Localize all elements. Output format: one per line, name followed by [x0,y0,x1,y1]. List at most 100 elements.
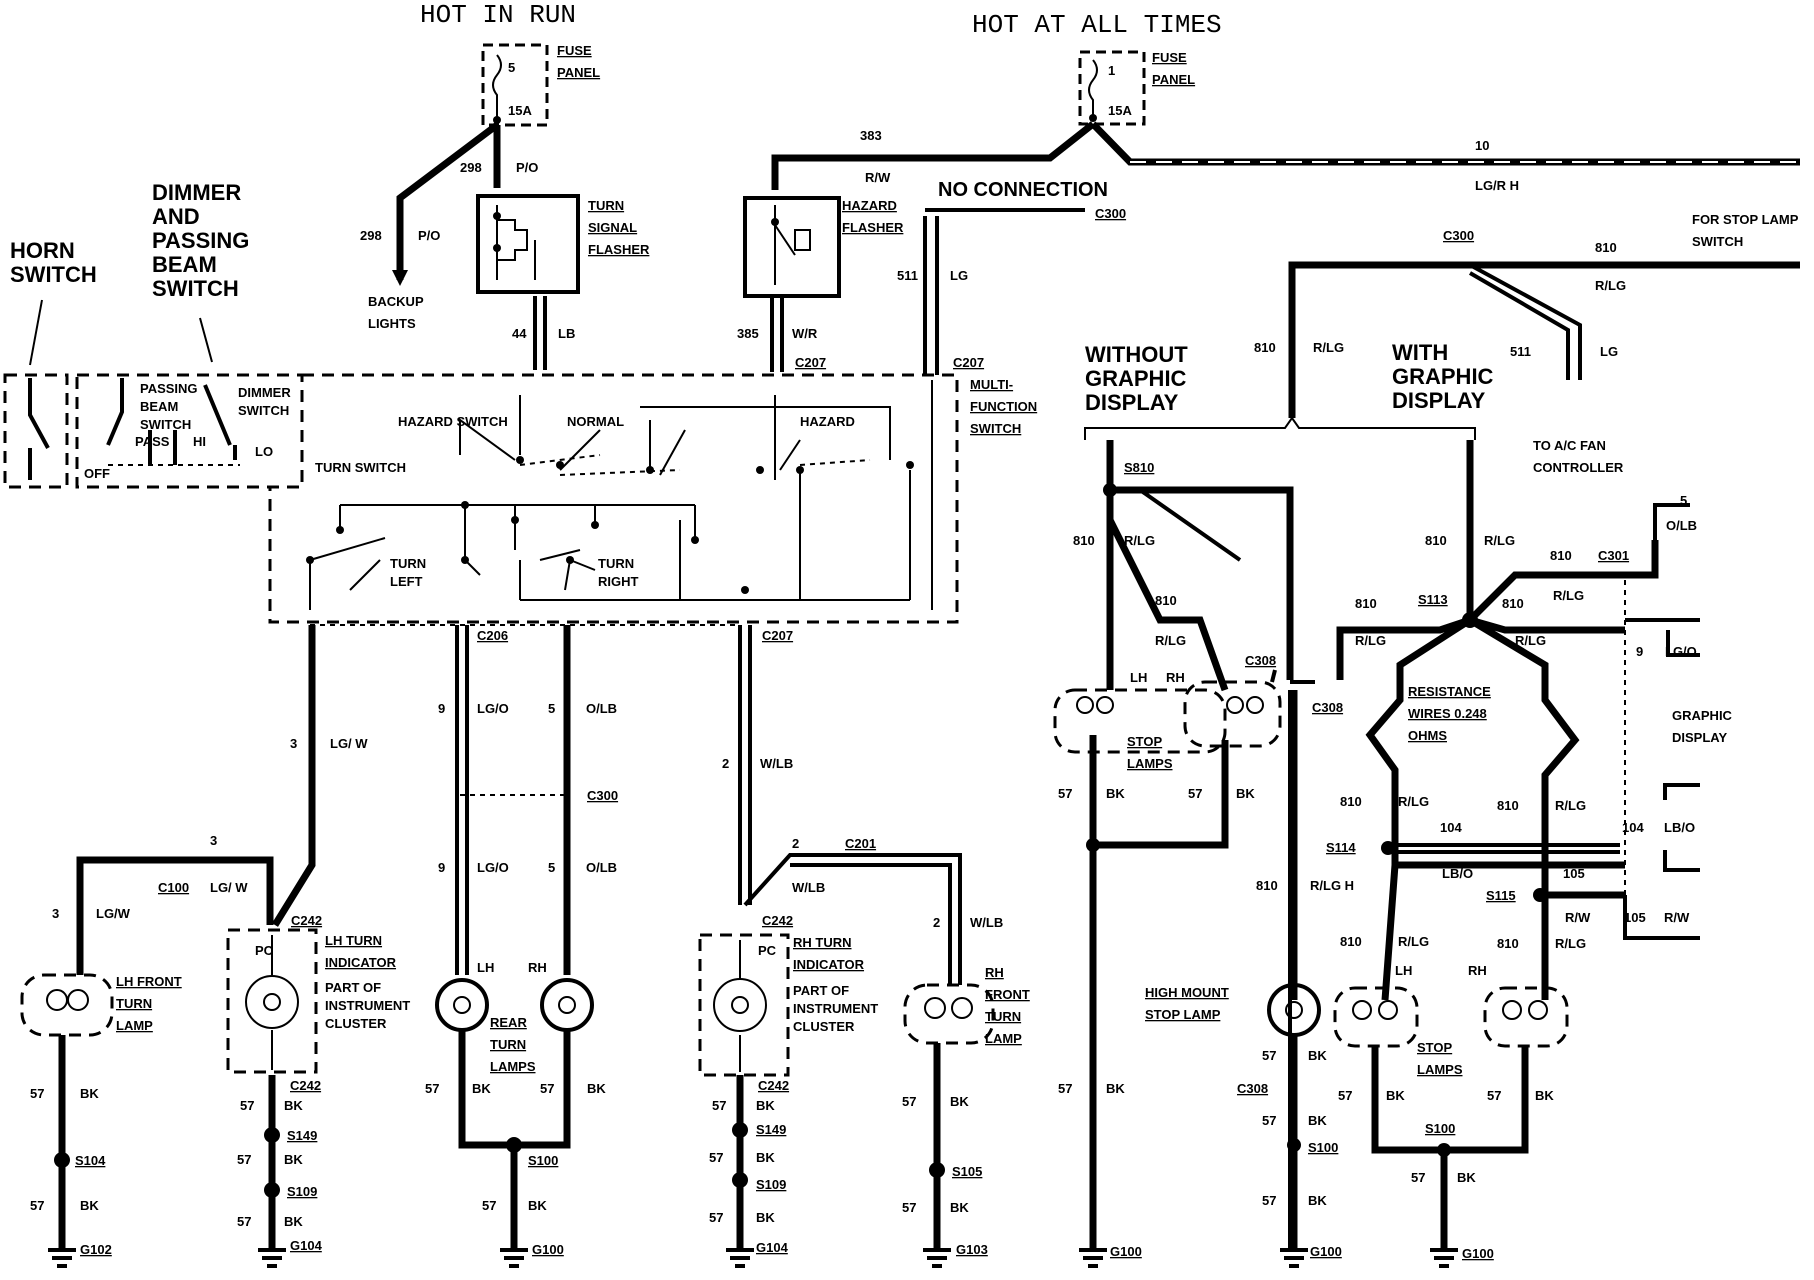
pc-label-b: PC [758,943,777,958]
turn-switch-label: TURN SWITCH [315,460,406,475]
wg-9: 9 [1636,644,1643,659]
rhi-bk-b: BK [756,1150,775,1165]
wg-stop-label1: STOP [1417,1040,1452,1055]
rh-part-of-2: INSTRUMENT [793,1001,878,1016]
connector-c300-mid: C300 [587,788,618,803]
wire-2c-label: 2 [933,915,940,930]
dimmer-label1: DIMMER [152,180,241,205]
hm-57-a: 57 [1262,1048,1276,1063]
dimmer-label5: SWITCH [152,276,239,301]
lhi-57-c: 57 [237,1214,251,1229]
wire-2b-label: 2 [792,836,799,851]
wg-rlg-b: R/LG [1553,588,1584,603]
rhi-bk-a: BK [756,1098,775,1113]
rear-label2: TURN [490,1037,526,1052]
lh-front-label2: TURN [116,996,152,1011]
ground-g100-a: G100 [532,1242,564,1257]
wire-44-lb [533,296,547,370]
normal-label: NORMAL [567,414,624,429]
wire-44-label: 44 [512,326,527,341]
wo-stop-label1: STOP [1127,734,1162,749]
splice-s149-a: S149 [287,1128,317,1143]
rh-ind-label1: RH TURN [793,935,852,950]
wire-511-lg [923,208,1085,375]
rhf-bk-b: BK [950,1200,969,1215]
turn-right-label1: TURN [598,556,634,571]
wire-9-lgo-5-olb [455,625,571,975]
rh-front-label2: FRONT [985,987,1030,1002]
wg-rlg-h: R/LG [1555,936,1586,951]
rhi-57-b: 57 [709,1150,723,1165]
wire-wlb-a-label: W/LB [760,756,793,771]
ground-g103: G103 [956,1242,988,1257]
splice-s109-b: S109 [756,1177,786,1192]
hm-57-b: 57 [1262,1113,1276,1128]
rh-front-label3: TURN [985,1009,1021,1024]
high-mount-label1: HIGH MOUNT [1145,985,1229,1000]
wire-wlb-c-label: W/LB [970,915,1003,930]
multi-function-switch [268,373,959,624]
wo-810-b: 810 [1155,593,1177,608]
fuse-left-label1: FUSE [557,43,592,58]
wire-10-lgrh [1090,121,1800,166]
mfs-label2: FUNCTION [970,399,1037,414]
hm-bk-c: BK [1308,1193,1327,1208]
lh-front-label1: LH FRONT [116,974,182,989]
lh-part-of-1: PART OF [325,980,381,995]
wg-104-b: 104 [1622,820,1644,835]
ac-fan-label1: TO A/C FAN [1533,438,1606,453]
dimmer-label4: BEAM [152,252,217,277]
lh-front-bk-b: BK [80,1198,99,1213]
fuse-panel-right: 1 15A FUSE PANEL [1078,50,1195,126]
header-hot-at-all-times: HOT AT ALL TIMES [972,10,1222,40]
pc-label-a: PC [255,943,274,958]
wg-105-b: 105 [1624,910,1646,925]
wire-2-wlb [738,625,962,985]
wg-bk-c: BK [1457,1170,1476,1185]
hazard-flasher-label1: HAZARD [842,198,897,213]
wire-lgo-b-label: LG/O [477,860,509,875]
fuse-panel-left: 5 15A FUSE PANEL [481,43,600,127]
wo-bk-c: BK [1106,1081,1125,1096]
dimmer-switch-label1: DIMMER [238,385,291,400]
splice-s149-b: S149 [756,1122,786,1137]
ground-g100-b: G100 [1110,1244,1142,1259]
connector-c308-c: C308 [1237,1081,1268,1096]
splice-s104: S104 [75,1153,106,1168]
fuse-left-rating: 15A [508,103,532,118]
lh-front-57-a: 57 [30,1086,44,1101]
lo-label: LO [255,444,273,459]
lh-part-of-2: INSTRUMENT [325,998,410,1013]
connector-c308-b: C308 [1312,700,1343,715]
connector-c308-a: C308 [1245,653,1276,668]
stop-lamp-switch-label1: FOR STOP LAMP [1692,212,1799,227]
hi-label: HI [193,434,206,449]
wo-rh: RH [1166,670,1185,685]
wire-lb-label: LB [558,326,575,341]
rhi-bk-c: BK [756,1210,775,1225]
rear-label1: REAR [490,1015,527,1030]
wo-57-c: 57 [1058,1081,1072,1096]
resistance-label2: WIRES 0.248 [1408,706,1487,721]
graphic-display-label1: GRAPHIC [1672,708,1733,723]
wo-stop-label2: LAMPS [1127,756,1173,771]
lhi-57-b: 57 [237,1152,251,1167]
wire-5b-label: 5 [548,860,555,875]
wo-bk-b: BK [1236,786,1255,801]
passing-beam-label3: SWITCH [140,417,191,432]
wo-57-b: 57 [1188,786,1202,801]
fuse-right-label2: PANEL [1152,72,1195,87]
rear-57-a: 57 [425,1081,439,1096]
hm-57-c: 57 [1262,1193,1276,1208]
splice-s100-b: S100 [1308,1140,1338,1155]
wo-rlg-b: R/LG [1155,633,1186,648]
wire-po-label-b: P/O [418,228,440,243]
fuse-right-number: 1 [1108,63,1115,78]
connector-c201: C201 [845,836,876,851]
connector-c207-b: C207 [953,355,984,370]
splice-s100-a: S100 [528,1153,558,1168]
wg-lh: LH [1395,963,1412,978]
turn-flasher-label3: FLASHER [588,242,650,257]
splice-s109-a: S109 [287,1184,317,1199]
